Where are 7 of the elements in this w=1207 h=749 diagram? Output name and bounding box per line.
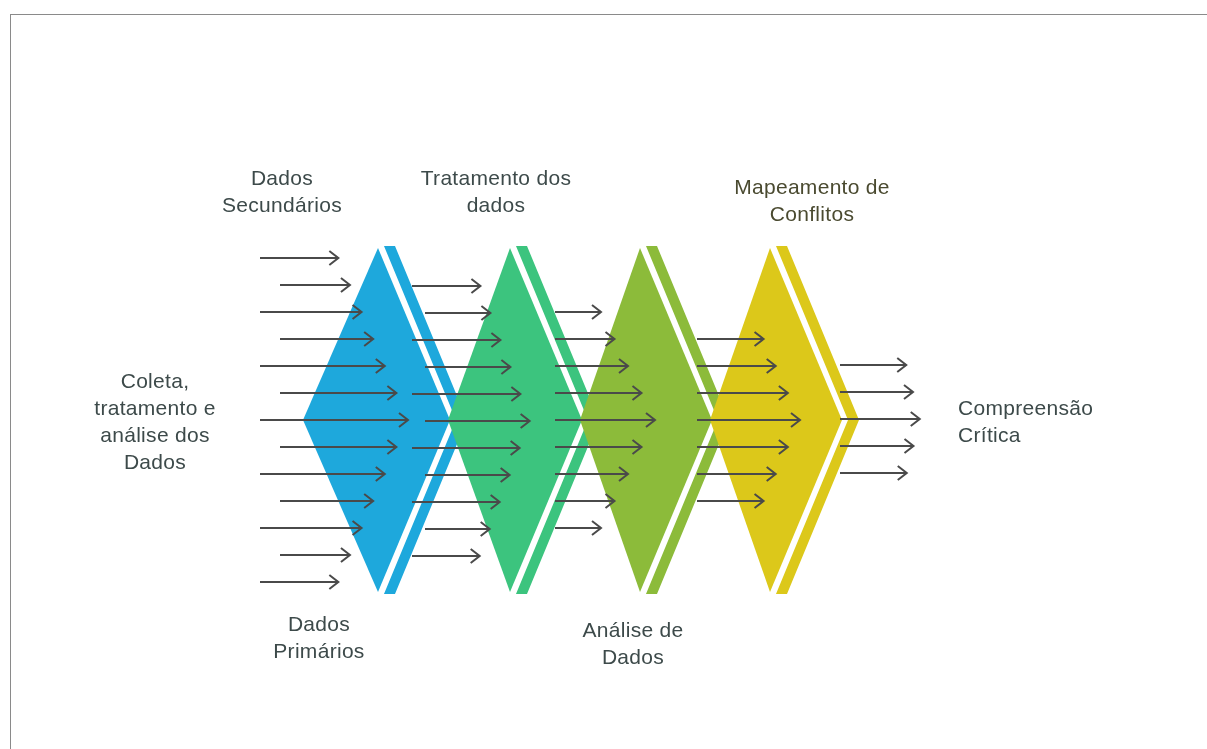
stage-label: Dados Secundários [220,165,343,218]
stage-label: Dados Primários [272,611,366,664]
stage-label: Análise de Dados [581,617,685,670]
stage-label: Mapeamento de Conflitos [733,174,891,227]
stage-label: Compreensão Crítica [958,395,1095,448]
stage-label: Coleta, tratamento e análise dos Dados [93,368,217,475]
stage-label: Tratamento dos dados [419,165,573,218]
